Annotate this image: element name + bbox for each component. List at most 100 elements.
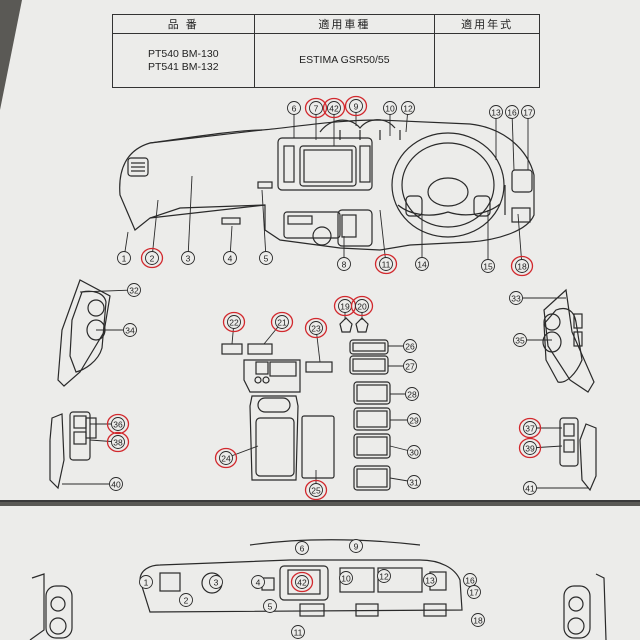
console-unit: [243, 359, 301, 393]
callout-label-15: 15: [483, 262, 493, 272]
callout-label-32: 32: [129, 286, 139, 296]
year-cell: [434, 33, 540, 88]
callout-circle: [489, 105, 503, 119]
callout-label-5: 5: [268, 602, 273, 612]
shift-trim-19: [339, 317, 353, 333]
red-marker-circle: [510, 255, 534, 277]
vent-ring-31: [353, 465, 391, 491]
gauge-hood: [319, 119, 396, 133]
callout-circle: [127, 283, 141, 297]
callout-label-16: 16: [507, 108, 517, 118]
callout-circle: [291, 625, 305, 639]
callout-circle: [407, 475, 421, 489]
line-drawings: [29, 119, 607, 640]
callout-circle: [111, 417, 125, 431]
left-vent: [127, 157, 149, 177]
callout-label-6: 6: [292, 104, 297, 114]
callout-circle: [471, 613, 485, 627]
dashboard-front-edge: [149, 204, 266, 219]
red-marker-circle: [518, 417, 542, 439]
red-marker-circle: [290, 571, 314, 593]
callout-label-14: 14: [417, 260, 427, 270]
callout-circle: [383, 101, 397, 115]
callout-circle: [109, 477, 123, 491]
callout-label-4: 4: [256, 578, 261, 588]
right-front-door-panel: [543, 288, 595, 393]
callout-circle: [523, 421, 537, 435]
vehicle-cell: ESTIMA GSR50/55: [253, 33, 436, 88]
callout-circle: [117, 251, 131, 265]
callout-label-5: 5: [264, 254, 269, 264]
callout-circle: [263, 599, 277, 613]
callout-circle: [405, 387, 419, 401]
callout-circle: [515, 259, 529, 273]
callout-circle: [337, 257, 351, 271]
right-rear-door-switch: [579, 423, 597, 492]
callout-circle: [505, 105, 519, 119]
callout-circle: [295, 575, 309, 589]
callout-label-35: 35: [515, 336, 525, 346]
callout-label-8: 8: [342, 260, 347, 270]
leader-line: [511, 111, 515, 171]
center-panel: [277, 137, 373, 191]
red-marker-circle: [374, 253, 398, 275]
callout-circle: [145, 251, 159, 265]
part-number-2: PT541 BM-132: [147, 60, 219, 73]
callout-label-33: 33: [511, 294, 521, 304]
callout-circle: [481, 259, 495, 273]
callout-label-13: 13: [491, 108, 501, 118]
callout-label-21: 21: [277, 318, 287, 328]
callout-label-31: 31: [409, 478, 419, 488]
callout-circle: [407, 445, 421, 459]
trim-piece-23: [305, 361, 333, 373]
callout-label-10: 10: [385, 104, 395, 114]
callout-circle: [181, 251, 195, 265]
callout-label-38: 38: [113, 438, 123, 448]
callout-circle: [403, 359, 417, 373]
callout-label-9: 9: [354, 102, 359, 112]
callout-circle: [251, 575, 265, 589]
vent-ring-27: [349, 355, 389, 375]
callout-label-24: 24: [221, 454, 231, 464]
callout-label-26: 26: [405, 342, 415, 352]
callout-label-13: 13: [425, 576, 435, 586]
navi-screen: [299, 145, 357, 187]
callout-label-27: 27: [405, 362, 415, 372]
callout-circle: [111, 435, 125, 449]
callout-circle: [275, 315, 289, 329]
red-marker-circle: [304, 97, 328, 119]
callout-circle: [219, 451, 233, 465]
callout-circle: [349, 99, 363, 113]
callout-label-1: 1: [144, 578, 149, 588]
callout-label-40: 40: [111, 480, 121, 490]
callout-circle: [309, 321, 323, 335]
red-marker-circle: [322, 97, 346, 119]
callout-circle: [423, 573, 437, 587]
callout-label-17: 17: [469, 588, 479, 598]
callout-label-1: 1: [122, 254, 127, 264]
callout-label-12: 12: [379, 572, 389, 582]
callout-label-3: 3: [214, 578, 219, 588]
callout-circle: [415, 257, 429, 271]
red-marker-circle: [140, 247, 164, 269]
callout-circle: [327, 101, 341, 115]
callout-label-2: 2: [184, 596, 189, 606]
left-front-door-panel: [57, 279, 111, 387]
callout-label-41: 41: [525, 484, 535, 494]
callout-label-18: 18: [473, 616, 483, 626]
spec-table: 品 番 適用車種 適用年式 PT540 BM-130 PT541 BM-132 …: [112, 14, 540, 88]
callout-label-9: 9: [354, 542, 359, 552]
callout-circle: [377, 569, 391, 583]
red-marker-circle: [344, 95, 368, 117]
leader-line: [187, 175, 193, 259]
callout-circle: [227, 315, 241, 329]
callout-label-36: 36: [113, 420, 123, 430]
panel-25: [301, 415, 335, 479]
callout-circle: [309, 483, 323, 497]
callout-circle: [521, 105, 535, 119]
callout-label-6: 6: [300, 544, 305, 554]
horn-pad: [427, 177, 469, 207]
callout-label-11: 11: [294, 628, 303, 638]
